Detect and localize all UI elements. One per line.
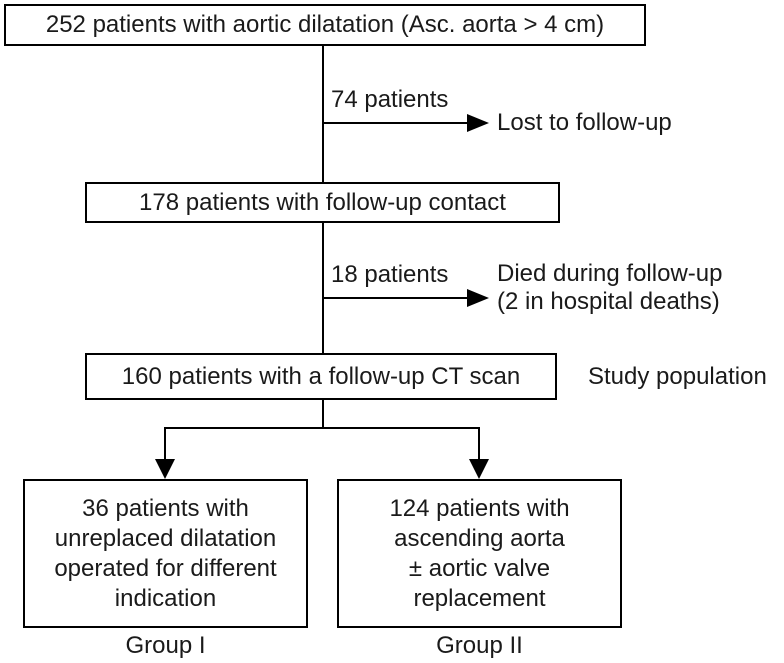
- connector-ct-to-split: [322, 400, 324, 429]
- arrowhead-right-died-icon: [467, 289, 489, 307]
- box-group1-line1: 36 patients with: [82, 494, 249, 522]
- box-group1-line4: indication: [114, 584, 217, 612]
- branch-died-outcome-line1: Died during follow-up: [497, 260, 723, 287]
- box-followup-contact-text: 178 patients with follow-up contact: [139, 188, 506, 216]
- arrowhead-right-lost-icon: [467, 114, 489, 132]
- study-population-label: Study population: [588, 363, 767, 390]
- connector-split-left: [164, 427, 166, 460]
- box-group2: 124 patients with ascending aorta ± aort…: [337, 479, 622, 628]
- box-followup-contact: 178 patients with follow-up contact: [85, 182, 560, 223]
- arrowhead-down-group1-icon: [155, 459, 175, 479]
- box-group1-line3: operated for different: [54, 554, 277, 582]
- branch-died-count-label: 18 patients: [331, 261, 449, 288]
- box-group1-line2: unreplaced dilatation: [54, 524, 277, 552]
- connector-branch-lost: [323, 122, 469, 124]
- box-initial-cohort: 252 patients with aortic dilatation (Asc…: [4, 4, 646, 46]
- branch-died-outcome-line2: (2 in hospital deaths): [497, 288, 720, 315]
- group2-caption: Group II: [436, 632, 523, 659]
- branch-died-outcome-label: Died during follow-up (2 in hospital dea…: [497, 260, 722, 316]
- box-group1: 36 patients with unreplaced dilatation o…: [23, 479, 308, 628]
- connector-split-horizontal: [164, 427, 480, 429]
- connector-branch-died: [323, 297, 469, 299]
- branch-lost-count-label: 74 patients: [331, 86, 449, 113]
- box-initial-cohort-text: 252 patients with aortic dilatation (Asc…: [45, 11, 605, 38]
- group1-caption: Group I: [125, 632, 206, 659]
- box-ct-scan: 160 patients with a follow-up CT scan: [85, 353, 557, 400]
- connector-initial-to-contact: [322, 46, 324, 182]
- branch-lost-outcome-label: Lost to follow-up: [497, 109, 672, 136]
- box-ct-scan-text: 160 patients with a follow-up CT scan: [121, 362, 521, 390]
- box-group2-line4: replacement: [413, 584, 546, 612]
- connector-contact-to-ct: [322, 223, 324, 353]
- box-group2-line3: ± aortic valve: [408, 554, 551, 582]
- box-group2-line1: 124 patients with: [389, 494, 570, 522]
- connector-split-right: [478, 427, 480, 460]
- arrowhead-down-group2-icon: [469, 459, 489, 479]
- box-group2-line2: ascending aorta: [394, 524, 565, 552]
